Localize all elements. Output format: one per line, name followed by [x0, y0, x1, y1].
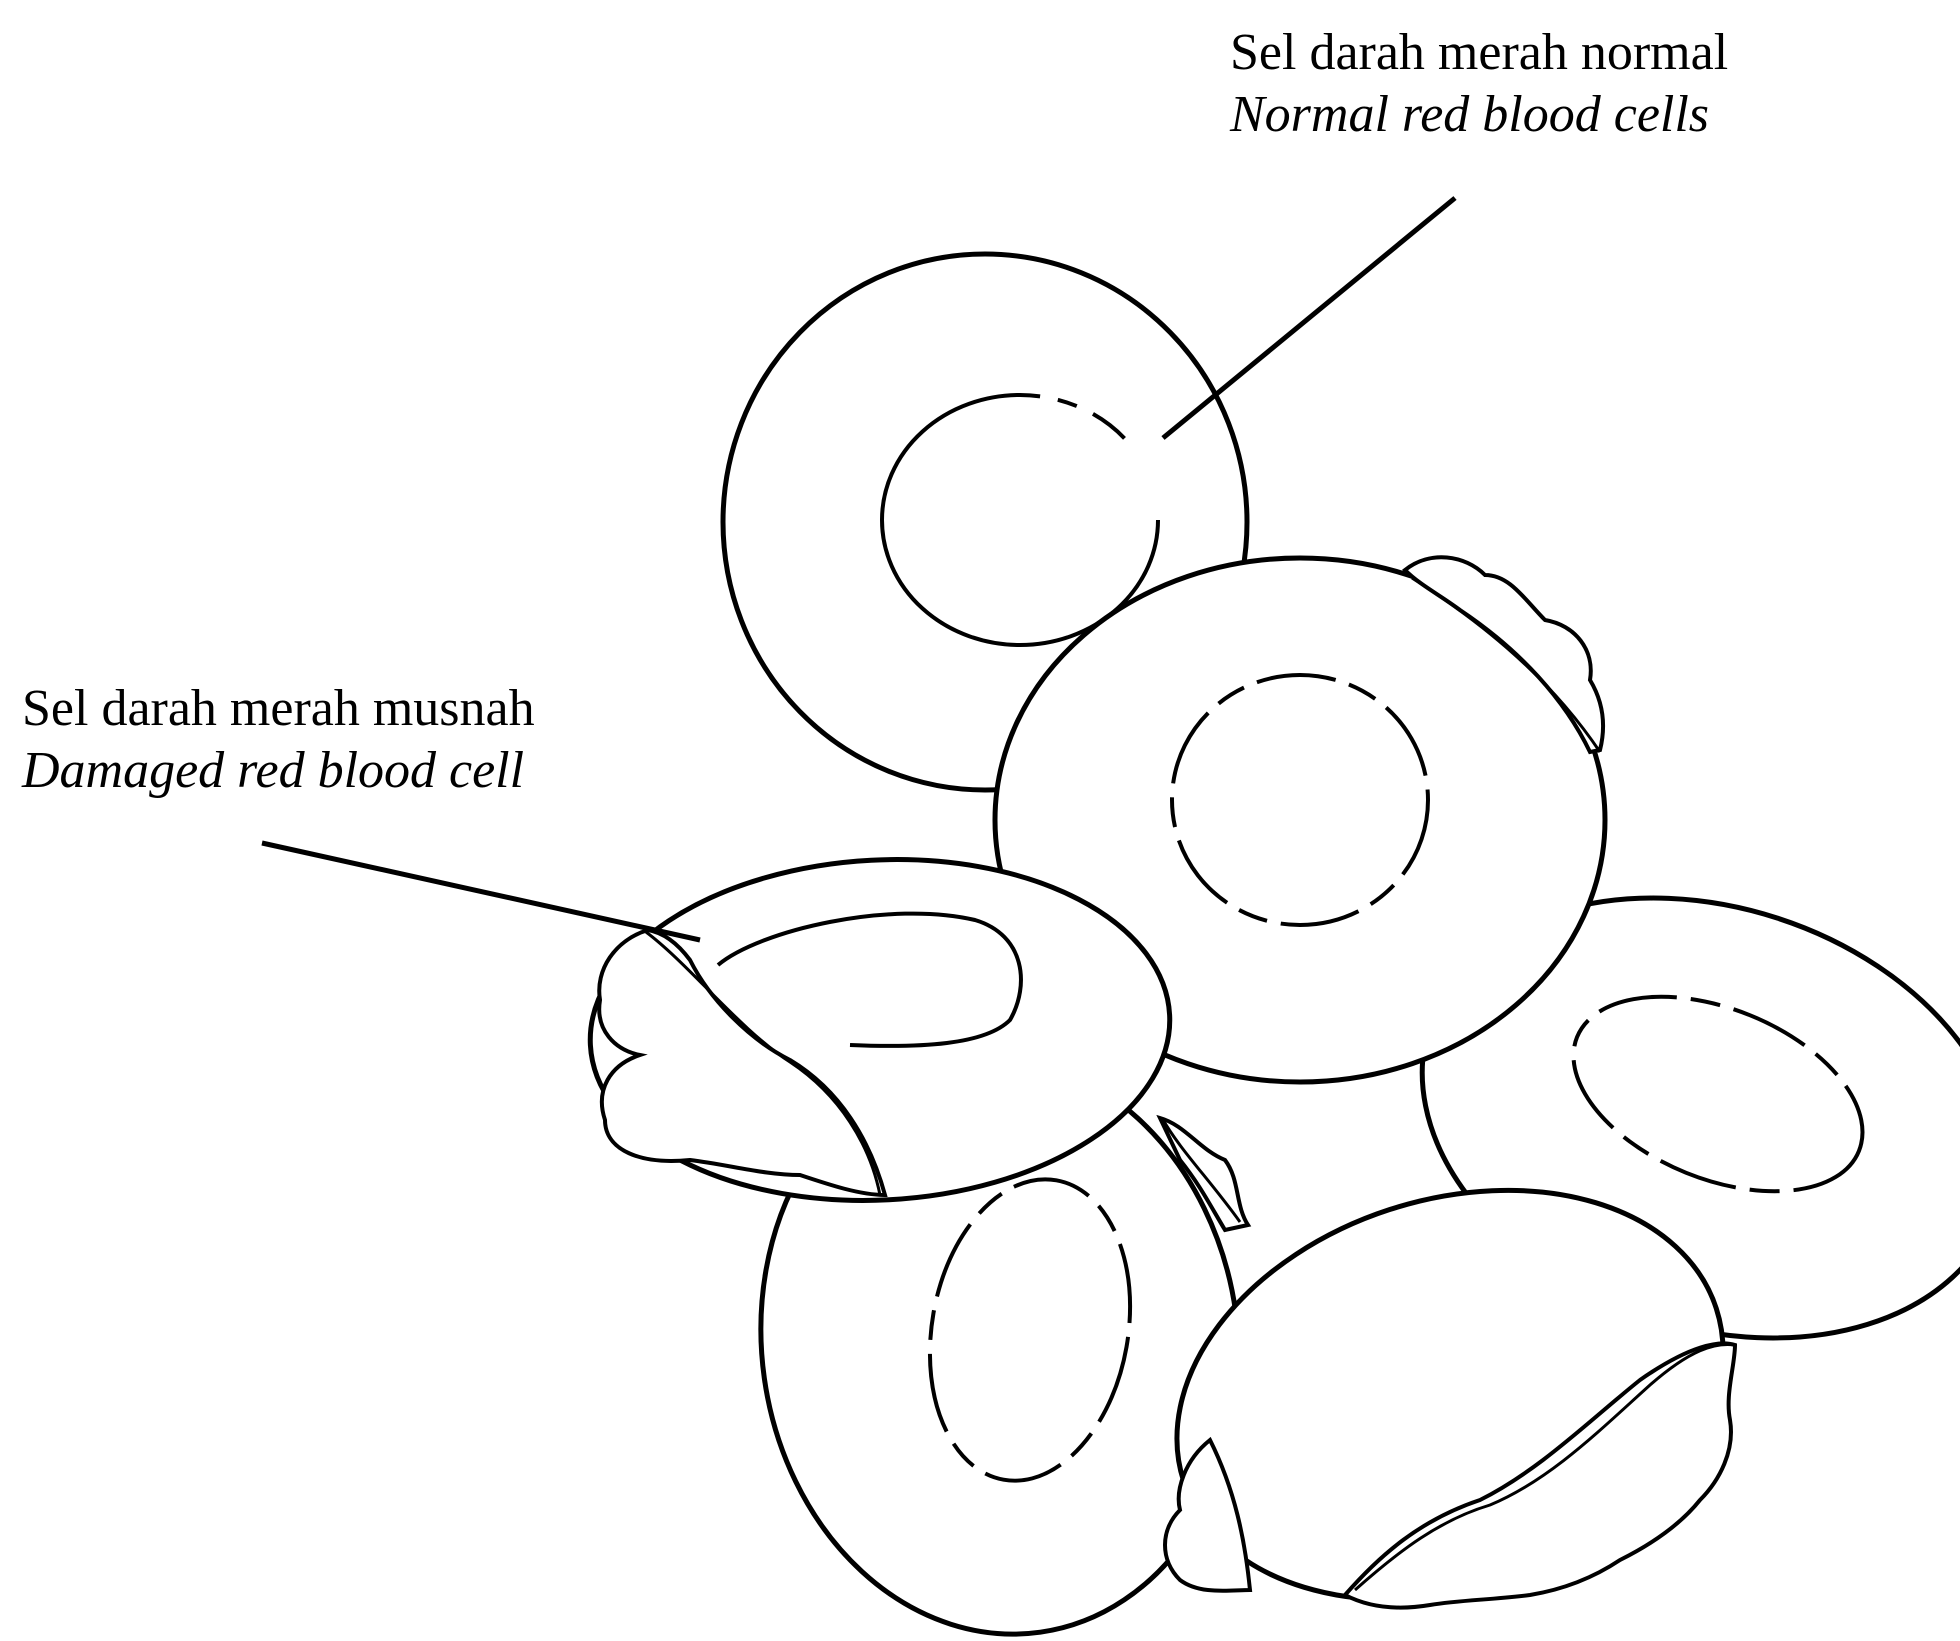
- label-normal-english: Normal red blood cells: [1230, 84, 1728, 146]
- label-normal-malay: Sel darah merah normal: [1230, 22, 1728, 84]
- leader-line-normal: [1163, 198, 1455, 438]
- label-damaged-cell: Sel darah merah musnah Damaged red blood…: [22, 678, 535, 802]
- label-damaged-malay: Sel darah merah musnah: [22, 678, 535, 740]
- label-damaged-english: Damaged red blood cell: [22, 740, 535, 802]
- leader-line-damaged: [262, 843, 700, 940]
- label-normal-cells: Sel darah merah normal Normal red blood …: [1230, 22, 1728, 146]
